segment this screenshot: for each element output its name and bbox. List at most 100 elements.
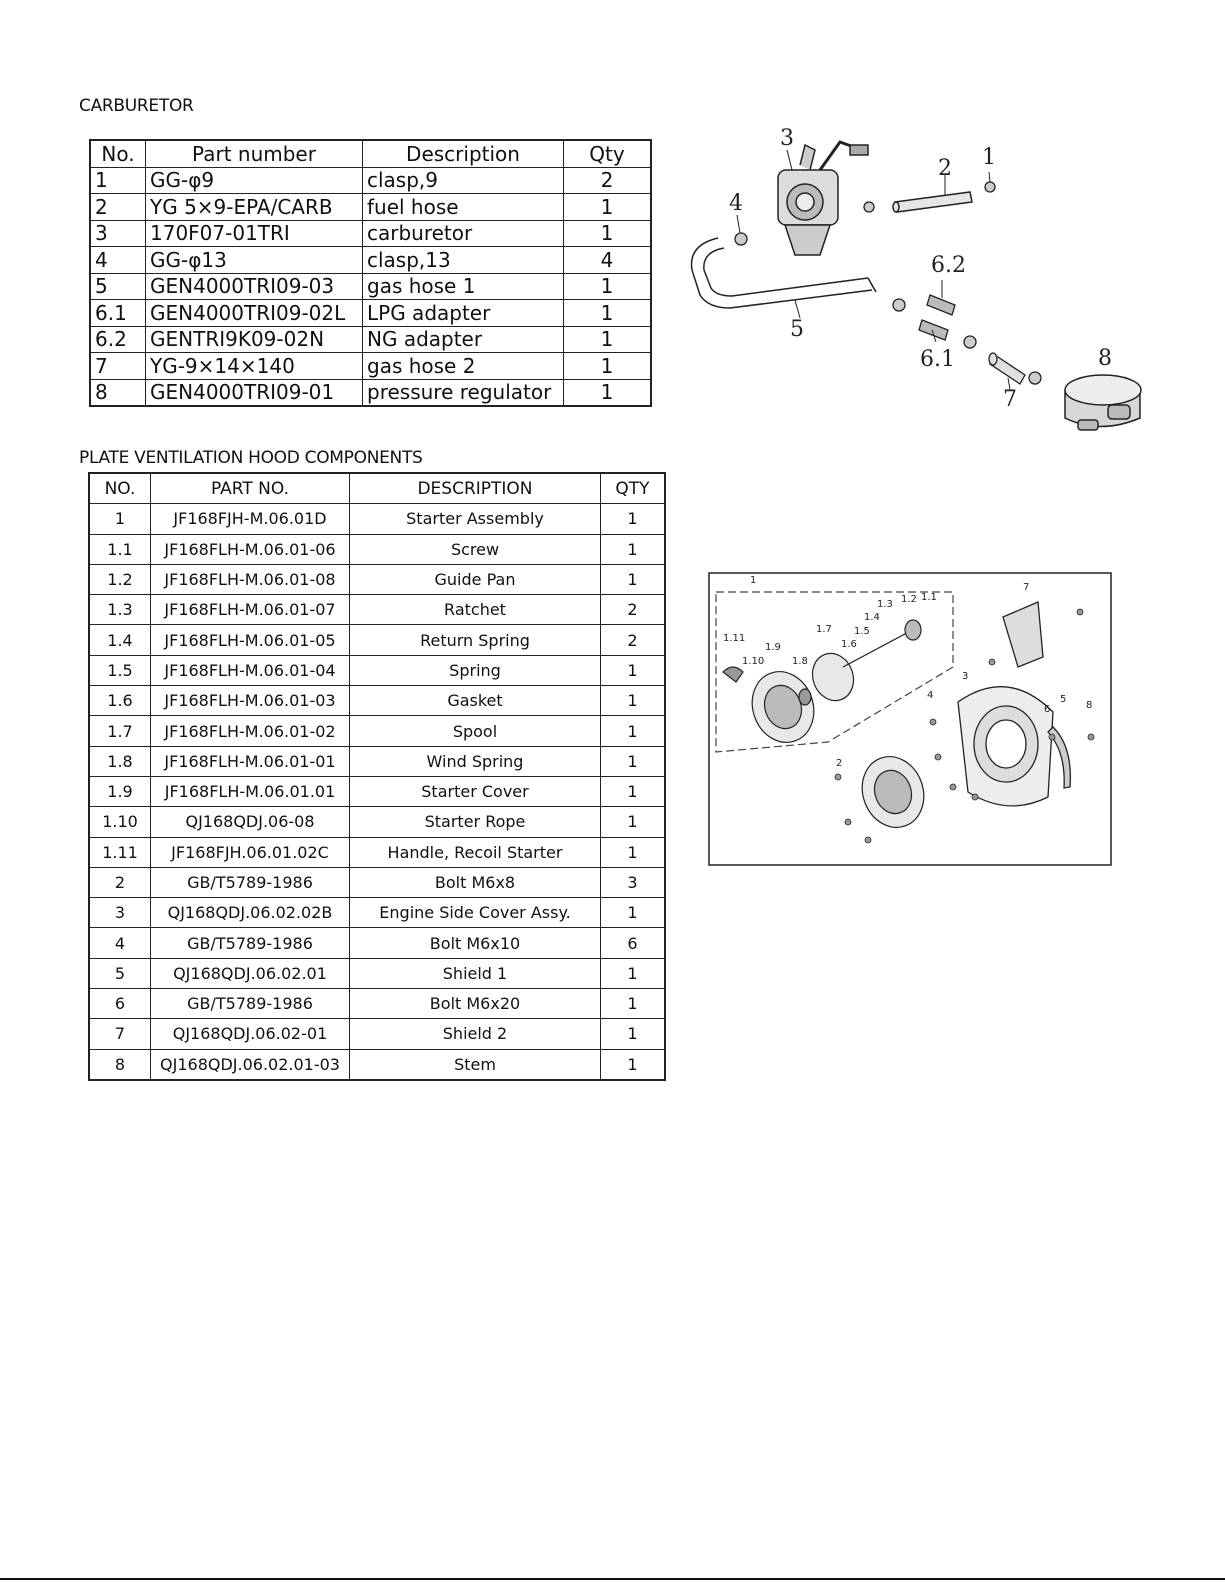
cell-no: 1.4 (88, 624, 151, 656)
cell-part-number: GB/T5789-1986 (150, 927, 350, 959)
leader-lines (736, 149, 1011, 391)
cell-no: 1.7 (88, 715, 151, 747)
cell-qty: 1 (600, 775, 666, 808)
cell-qty: 1 (563, 378, 652, 407)
cell-description: Guide Pan (349, 563, 601, 596)
cell-qty: 1 (600, 563, 666, 596)
part-label-1-10: 1.10 (742, 656, 764, 667)
cell-no: 7 (89, 352, 146, 380)
col-description-header: DESCRIPTION (349, 472, 601, 505)
part-label-1-8: 1.8 (792, 656, 808, 667)
cell-part-number: QJ168QDJ.06.02.02B (150, 897, 350, 929)
cell-no: 3 (88, 897, 151, 929)
cell-description: Stem (349, 1048, 601, 1081)
cell-description: gas hose 2 (362, 352, 564, 380)
cell-description: Shield 1 (349, 957, 601, 990)
part-label-3: 3 (962, 671, 968, 682)
cell-description: Wind Spring (349, 745, 601, 777)
part-label-4: 4 (729, 191, 743, 216)
part-label-1-1: 1.1 (921, 592, 937, 603)
part-label-8: 8 (1098, 346, 1112, 371)
part-label-2: 2 (836, 758, 842, 769)
cell-part-number: JF168FJH-M.06.01D (150, 503, 350, 535)
cell-description: Bolt M6x10 (349, 927, 601, 959)
cell-description: Screw (349, 533, 601, 565)
cell-description: Starter Assembly (349, 503, 601, 535)
bolt-illustrations (834, 608, 1095, 844)
part-label-7: 7 (1003, 387, 1017, 412)
gas-hose-2-illustration (988, 352, 1026, 385)
part-label-8: 8 (1086, 700, 1092, 711)
cell-part-number: JF168FLH-M.06.01-08 (150, 563, 350, 596)
cell-part-number: GEN4000TRI09-02L (145, 299, 363, 327)
cell-qty: 2 (563, 166, 652, 194)
cell-qty: 1 (563, 325, 652, 353)
cell-description: Gasket (349, 685, 601, 717)
part-label-1-3: 1.3 (877, 599, 893, 610)
page-bottom-rule (0, 1578, 1225, 1580)
cell-description: NG adapter (362, 325, 564, 353)
hood-exploded-diagram: 1 1.1 1.2 1.3 1.4 1.5 1.6 1.7 1.8 1.9 1.… (708, 572, 1112, 866)
cell-no: 7 (88, 1018, 151, 1050)
hood-heading: PLATE VENTILATION HOOD COMPONENTS (79, 448, 423, 468)
cell-no: 1.5 (88, 654, 151, 687)
cell-qty: 3 (600, 866, 666, 899)
cell-no: 1.11 (88, 836, 151, 868)
part-label-1: 1 (750, 575, 756, 586)
cell-no: 1.10 (88, 806, 151, 838)
cell-no: 1.1 (88, 533, 151, 565)
cell-no: 4 (89, 246, 146, 274)
part-label-1-11: 1.11 (723, 633, 745, 644)
cell-qty: 1 (563, 193, 652, 221)
cell-no: 2 (89, 193, 146, 221)
pressure-regulator-illustration (1064, 374, 1142, 431)
cell-qty: 1 (600, 806, 666, 838)
part-label-1-6: 1.6 (841, 639, 857, 650)
adapter-illustrations (918, 294, 956, 341)
cell-qty: 1 (600, 1048, 666, 1081)
col-part-number-header: Part number (145, 139, 363, 168)
part-label-1-9: 1.9 (765, 642, 781, 653)
cell-part-number: QJ168QDJ.06.02-01 (150, 1018, 350, 1050)
cell-no: 6.1 (89, 299, 146, 327)
cell-part-number: GEN4000TRI09-03 (145, 272, 363, 300)
cell-qty: 1 (563, 352, 652, 380)
cell-qty: 1 (563, 272, 652, 300)
cell-no: 8 (89, 378, 146, 407)
cell-no: 5 (89, 272, 146, 300)
side-cover-illustration (957, 601, 1072, 807)
cell-description: Handle, Recoil Starter (349, 836, 601, 868)
part-label-3: 3 (780, 126, 794, 151)
cell-qty: 1 (600, 745, 666, 777)
cell-qty: 1 (600, 533, 666, 565)
cell-qty: 1 (600, 988, 666, 1020)
cell-part-number: YG-9×14×140 (145, 352, 363, 380)
cell-part-number: JF168FLH-M.06.01-07 (150, 594, 350, 626)
cell-qty: 4 (563, 246, 652, 274)
cell-part-number: GB/T5789-1986 (150, 988, 350, 1020)
cell-qty: 1 (563, 299, 652, 327)
carburetor-exploded-diagram: 3 2 1 4 5 6.2 6.1 7 8 (690, 126, 1142, 431)
cell-no: 2 (88, 866, 151, 899)
cell-part-number: GB/T5789-1986 (150, 866, 350, 899)
part-label-7: 7 (1023, 582, 1029, 593)
cell-no: 8 (88, 1048, 151, 1081)
cell-description: clasp,9 (362, 166, 564, 194)
cell-part-number: JF168FLH-M.06.01-03 (150, 685, 350, 717)
clasp-illustrations (734, 181, 1042, 385)
